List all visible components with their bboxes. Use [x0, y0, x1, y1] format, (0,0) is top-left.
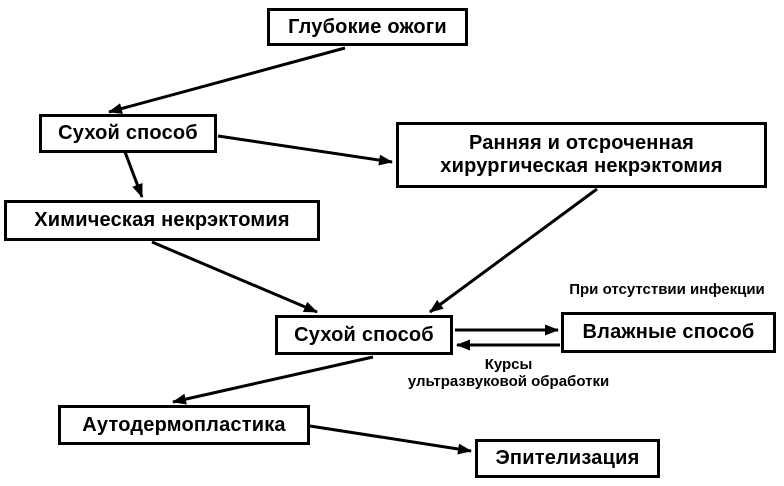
node-chemical-necrectomy: Химическая некрэктомия [4, 200, 320, 241]
node-wet-method-label: Влажные способ [582, 321, 755, 343]
node-surgical-necrectomy-label: Ранняя и отсроченная хирургическая некрэ… [440, 132, 723, 177]
arrow-deep-burns-to-dry-top [108, 46, 346, 114]
annotation-ultrasound: Курсы ультразвуковой обработки [385, 356, 632, 390]
node-epithelialization-label: Эпителизация [495, 447, 640, 469]
arrow-surgical-to-dry-center [429, 187, 598, 314]
node-autodermoplasty: Аутодермопластика [58, 405, 310, 445]
arrow-dry-top-to-surgical [217, 134, 393, 166]
node-epithelialization: Эпителизация [475, 439, 660, 478]
arrow-chemical-to-dry-center [151, 240, 318, 314]
node-autodermoplasty-label: Аутодермопластика [82, 413, 286, 436]
node-dry-method-top: Сухой способ [39, 114, 217, 153]
node-deep-burns-label: Глубокие ожоги [288, 15, 447, 38]
node-chemical-necrectomy-label: Химическая некрэктомия [34, 209, 290, 231]
node-dry-method-center-label: Сухой способ [294, 323, 434, 346]
arrow-autodermoplasty-to-epithelialization [309, 424, 472, 455]
annotation-ultrasound-line1: Курсы [484, 356, 533, 373]
node-dry-method-top-label: Сухой способ [58, 122, 198, 144]
annotation-ultrasound-line2: ультразвуковой обработки [407, 373, 610, 390]
arrow-dry-top-to-chemical [123, 151, 144, 198]
node-surgical-necrectomy: Ранняя и отсроченная хирургическая некрэ… [396, 122, 767, 188]
node-wet-method: Влажные способ [561, 312, 776, 353]
node-deep-burns: Глубокие ожоги [267, 8, 468, 46]
annotation-no-infection: При отсутствии инфекции [569, 281, 765, 298]
node-dry-method-center: Сухой способ [275, 315, 453, 355]
arrow-dry-center-to-autodermoplasty [172, 355, 374, 405]
